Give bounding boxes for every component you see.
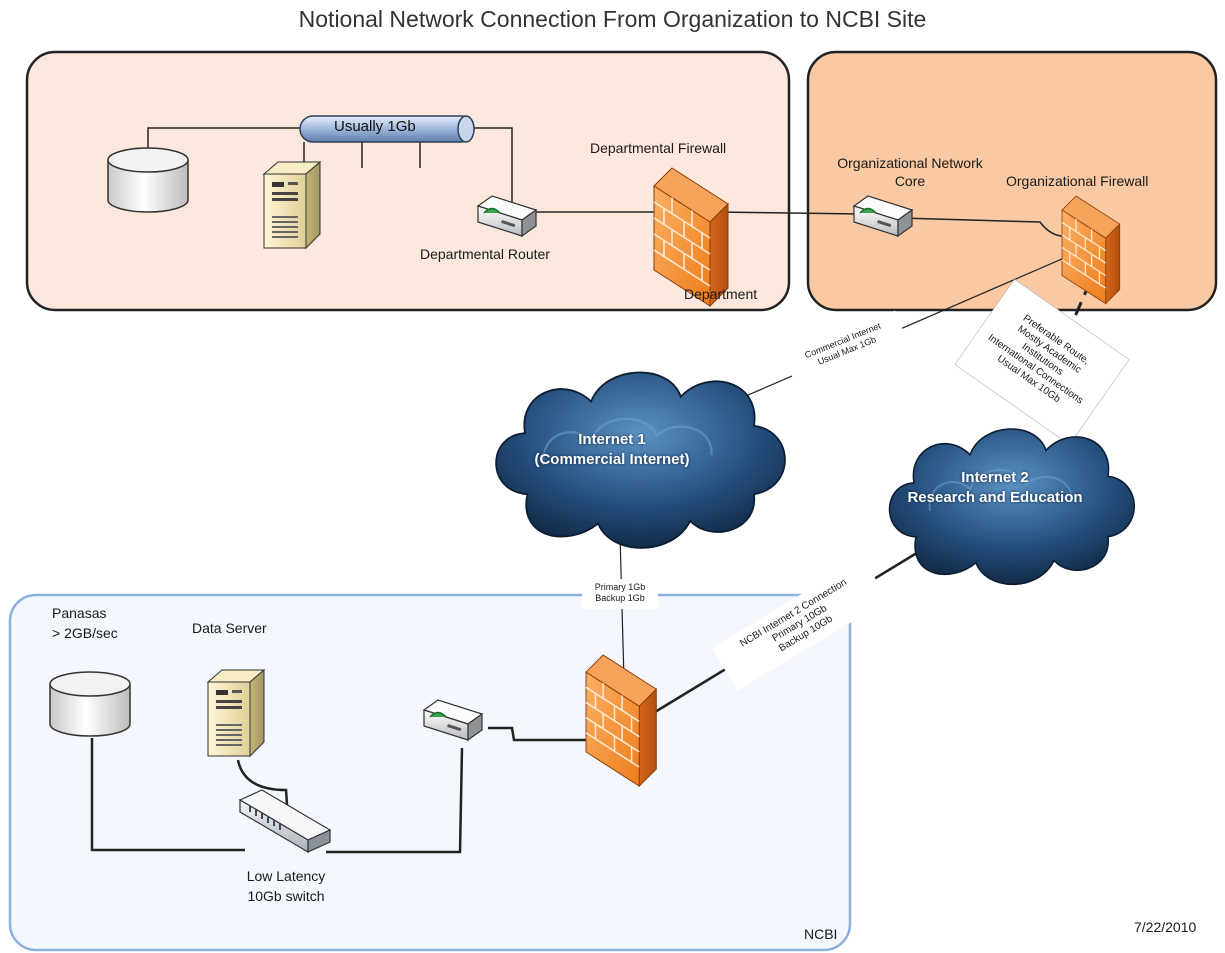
departmental-firewall-label: Departmental Firewall — [590, 140, 727, 156]
org-core-label-line2: Core — [894, 173, 926, 189]
switch-label: Low Latency 10Gb switch — [216, 866, 356, 906]
department-storage-disk — [107, 147, 189, 213]
internet-2-label-line1: Internet 2 — [961, 469, 1029, 486]
primary-backup-1gb-label: Primary 1Gb Backup 1Gb — [582, 582, 658, 604]
internet-1-label: Internet 1 (Commercial Internet) — [512, 430, 712, 470]
backup-1gb-line: Backup 1Gb — [595, 593, 645, 603]
primary-1gb-line: Primary 1Gb — [594, 582, 646, 592]
department-zone-label: Department — [684, 286, 758, 302]
internet-2-label: Internet 2 Research and Education — [880, 468, 1110, 508]
switch-label-line1: Low Latency — [246, 868, 326, 884]
bus-label: Usually 1Gb — [334, 118, 416, 135]
panasas-label-line1: Panasas — [52, 605, 107, 621]
data-server-label: Data Server — [192, 620, 267, 636]
org-firewall-label: Organizational Firewall — [1006, 173, 1149, 189]
switch-label-line2: 10Gb switch — [247, 888, 325, 904]
internet-2-label-line2: Research and Education — [907, 489, 1083, 506]
internet-1-label-line1: Internet 1 — [578, 431, 646, 448]
department-zone — [25, 50, 791, 312]
org-core-label-line1: Organizational Network — [837, 155, 983, 171]
department-server — [263, 161, 321, 249]
diagram-date: 7/22/2010 — [1134, 919, 1197, 935]
departmental-router-label: Departmental Router — [420, 246, 550, 262]
diagram-title: Notional Network Connection From Organiz… — [298, 6, 927, 32]
internet-1-label-line2: (Commercial Internet) — [534, 451, 690, 468]
panasas-storage-disk — [49, 671, 131, 737]
org-core-label: Organizational Network Core — [812, 154, 1008, 190]
ncbi-zone-label: NCBI — [804, 926, 838, 942]
low-latency-switch — [238, 789, 332, 854]
data-server — [207, 669, 265, 757]
link-label-backgrounds — [582, 278, 1130, 691]
panasas-label-line2: > 2GB/sec — [52, 625, 118, 641]
usually-1gb-bus — [299, 115, 475, 143]
panasas-label: Panasas > 2GB/sec — [52, 603, 118, 643]
